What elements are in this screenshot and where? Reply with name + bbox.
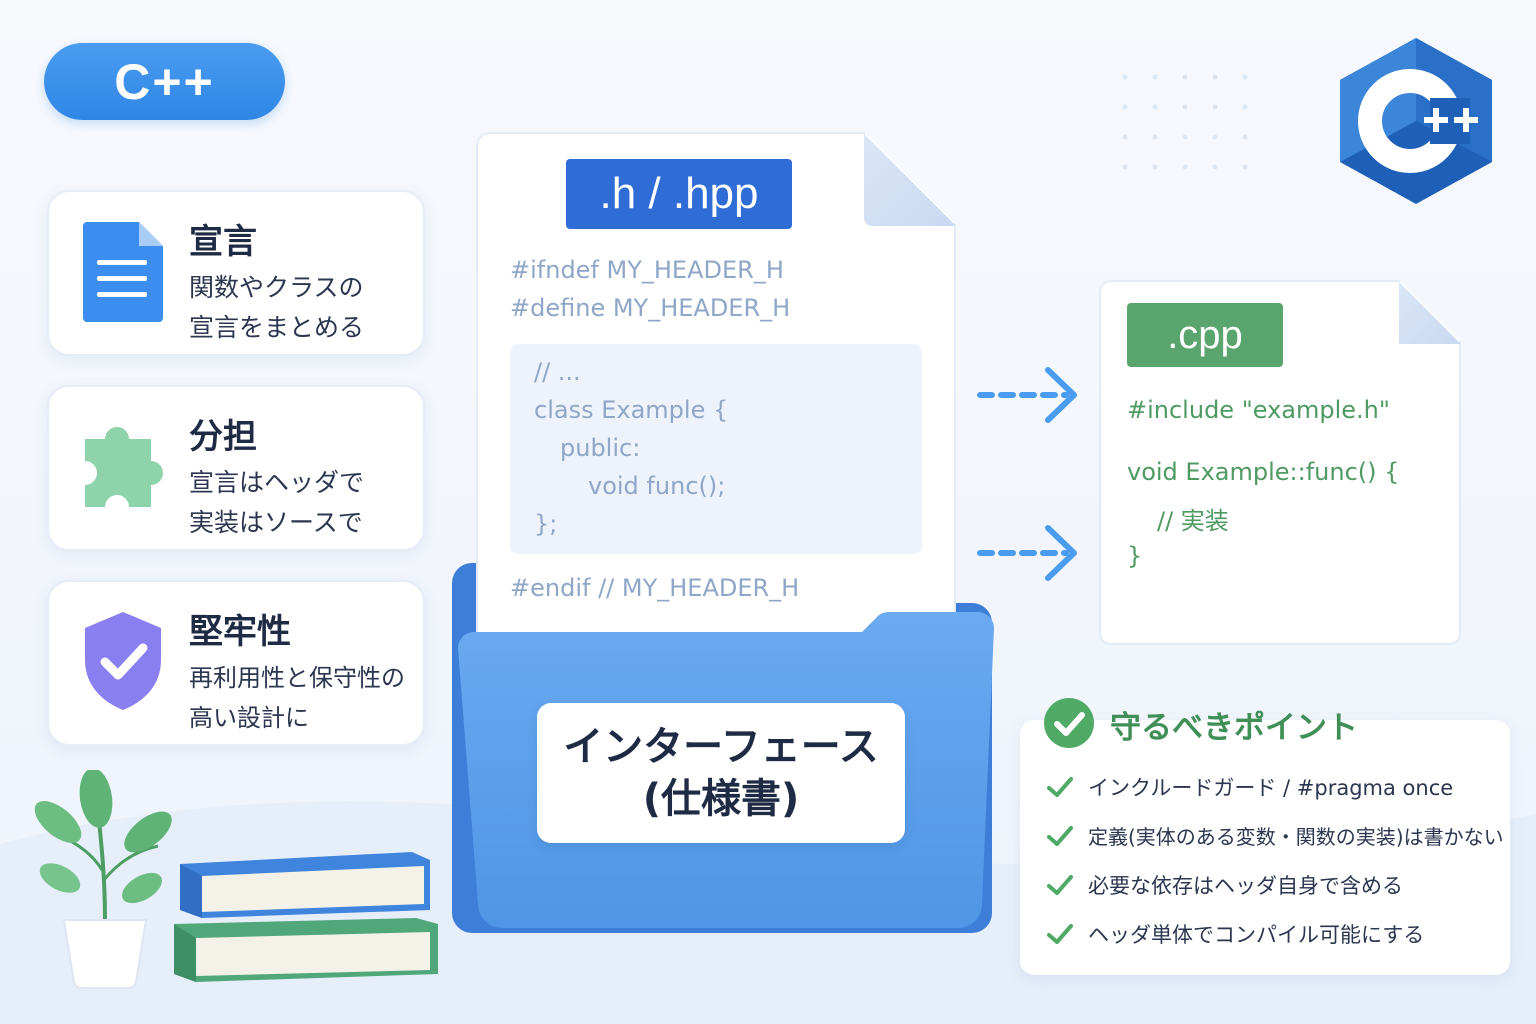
code-line: #include "example.h" — [1127, 396, 1390, 424]
card-desc-line: 関数やクラスの — [189, 273, 364, 302]
cpp-badge: C++ — [44, 43, 285, 120]
code-line: #define MY_HEADER_H — [510, 294, 791, 322]
check-icon — [1047, 777, 1073, 797]
code-line: public: — [560, 434, 641, 462]
card-description: 宣言はヘッダで 実装はソースで — [189, 463, 421, 543]
books-icon — [174, 852, 438, 982]
code-line: }; — [534, 510, 558, 538]
source-file: .cpp #include "example.h" void Example::… — [1099, 280, 1461, 645]
dashed-arrow-icon — [977, 525, 1077, 581]
code-block: // ... class Example { public: void func… — [510, 344, 922, 554]
point-item: ヘッダ単体でコンパイル可能にする — [1046, 919, 1424, 949]
check-icon — [1047, 825, 1073, 846]
dashed-arrow-icon — [977, 367, 1077, 423]
card-description: 再利用性と保守性の 高い設計に — [189, 658, 429, 738]
cpp-logo-icon — [1340, 38, 1492, 204]
document-icon — [83, 222, 163, 322]
card-title: 分担 — [189, 417, 257, 457]
point-item: インクルードガード / #pragma once — [1046, 772, 1453, 802]
code-line: void func(); — [588, 472, 726, 500]
points-panel — [1020, 720, 1510, 975]
card-desc-line: 高い設計に — [189, 704, 309, 732]
card-declaration: 宣言 関数やクラスの 宣言をまとめる — [47, 190, 425, 356]
card-title: 宣言 — [189, 222, 257, 262]
interface-label: インターフェース (仕様書) — [537, 703, 905, 843]
plant-icon — [34, 770, 172, 989]
check-circle-icon — [1044, 698, 1094, 748]
code-line: } — [1127, 542, 1143, 570]
puzzle-icon — [85, 427, 163, 507]
code-line: #ifndef MY_HEADER_H — [510, 256, 784, 284]
code-line: #endif // MY_HEADER_H — [510, 574, 800, 602]
check-icon — [1047, 875, 1073, 895]
point-text: 定義(実体のある変数・関数の実装)は書かない — [1088, 825, 1504, 849]
card-desc-line: 実装はソースで — [189, 508, 363, 537]
dot-pattern — [1122, 74, 1248, 170]
shield-check-icon — [85, 612, 161, 710]
card-desc-line: 宣言をまとめる — [189, 313, 365, 342]
card-robustness: 堅牢性 再利用性と保守性の 高い設計に — [47, 580, 425, 746]
card-desc-line: 再利用性と保守性の — [189, 664, 405, 692]
code-line: void Example::func() { — [1127, 458, 1400, 486]
header-file: .h / .hpp #ifndef MY_HEADER_H #define MY… — [476, 132, 956, 652]
card-division: 分担 宣言はヘッダで 実装はソースで — [47, 385, 425, 551]
interface-label-line: (仕様書) — [642, 776, 800, 822]
check-icon — [1047, 924, 1073, 944]
card-desc-line: 宣言はヘッダで — [189, 468, 365, 497]
point-text: ヘッダ単体でコンパイル可能にする — [1088, 923, 1425, 947]
code-line: // ... — [534, 358, 581, 386]
point-item: 必要な依存はヘッダ自身で含める — [1046, 870, 1403, 900]
point-text: 必要な依存はヘッダ自身で含める — [1088, 874, 1403, 898]
header-file-tag: .h / .hpp — [566, 159, 792, 229]
point-text: インクルードガード / #pragma once — [1088, 776, 1454, 800]
source-file-tag: .cpp — [1127, 303, 1283, 367]
point-item: 定義(実体のある変数・関数の実装)は書かない — [1046, 821, 1504, 850]
points-title: 守るべきポイント — [1110, 710, 1358, 746]
code-line: class Example { — [534, 396, 729, 424]
code-line: // 実装 — [1157, 507, 1229, 535]
card-description: 関数やクラスの 宣言をまとめる — [189, 268, 421, 348]
interface-label-line: インターフェース — [563, 724, 879, 770]
card-title: 堅牢性 — [189, 612, 291, 652]
